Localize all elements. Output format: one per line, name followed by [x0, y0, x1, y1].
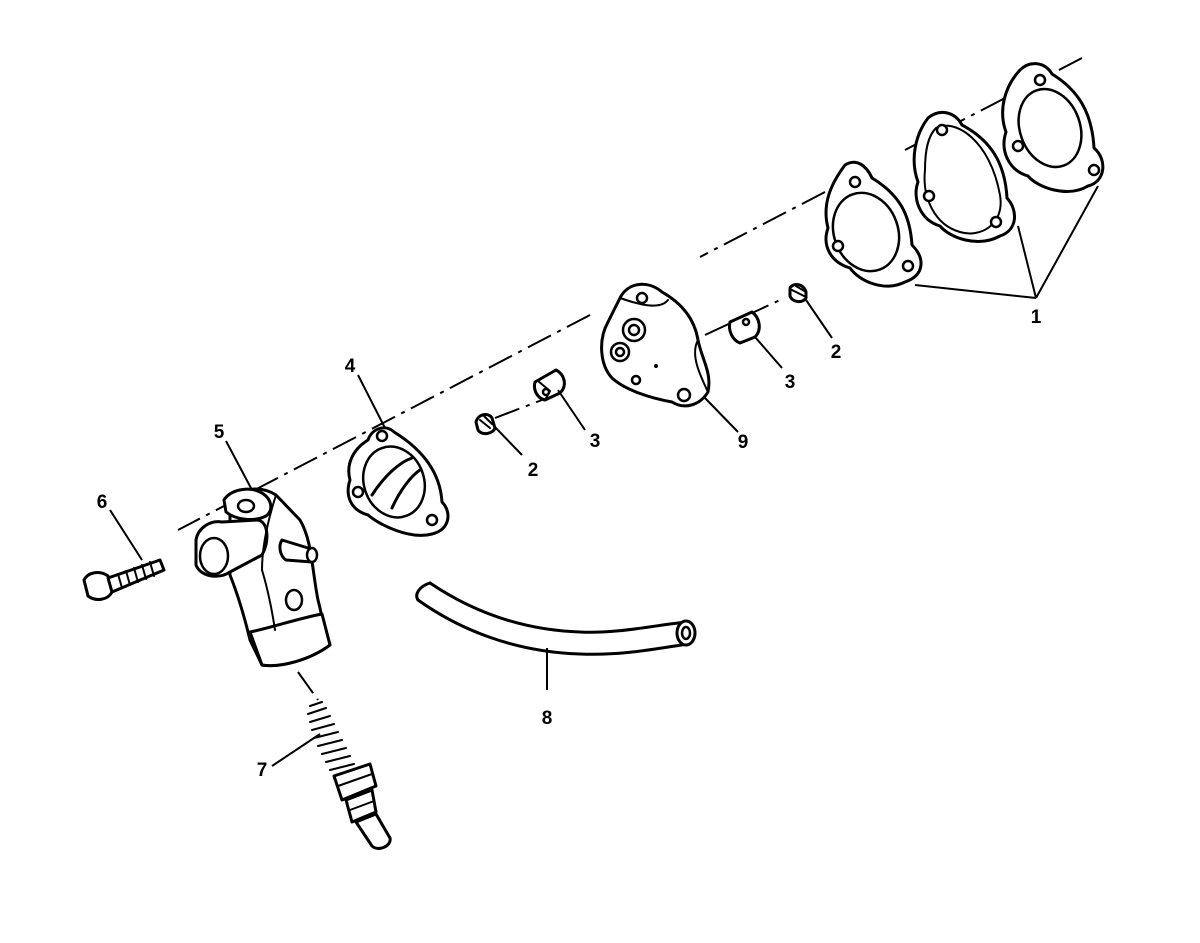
leader-3-right — [754, 336, 783, 369]
gasket-front — [824, 160, 923, 288]
callout-3-right: 3 — [785, 372, 796, 393]
callout-6: 6 — [97, 492, 108, 513]
clip-3-right — [728, 310, 761, 345]
gasket-set-1 — [824, 62, 1105, 288]
leader-1 — [914, 185, 1099, 299]
screw-2-left — [474, 413, 497, 436]
gasket-middle — [912, 110, 1016, 243]
bolt-6 — [82, 558, 166, 601]
callout-8: 8 — [542, 708, 553, 729]
leader-4 — [357, 374, 386, 429]
callout-7: 7 — [257, 760, 268, 781]
valve-gasket-4 — [346, 426, 450, 537]
leader-6 — [109, 509, 143, 561]
callout-5: 5 — [214, 422, 225, 443]
leader-2-right — [805, 299, 833, 339]
valve-axis-line — [297, 671, 319, 701]
leader-9 — [704, 397, 739, 433]
valve-assembly-7 — [307, 701, 392, 850]
leader-2-left — [492, 424, 523, 456]
pump-cover-9 — [600, 282, 711, 408]
clip-3-left — [533, 368, 566, 402]
callout-4: 4 — [345, 356, 356, 377]
callout-1: 1 — [1031, 307, 1042, 328]
leader-7 — [271, 733, 321, 767]
pump-body-5 — [194, 487, 332, 668]
gasket-rear — [1001, 62, 1105, 193]
screw-2-right — [788, 283, 808, 304]
hose-8 — [415, 581, 697, 656]
callout-9: 9 — [738, 432, 749, 453]
leader-3-left — [557, 389, 586, 431]
callout-2-left: 2 — [528, 460, 539, 481]
leader-5 — [225, 440, 253, 491]
callout-2-right: 2 — [831, 342, 842, 363]
callout-3-left: 3 — [590, 431, 601, 452]
